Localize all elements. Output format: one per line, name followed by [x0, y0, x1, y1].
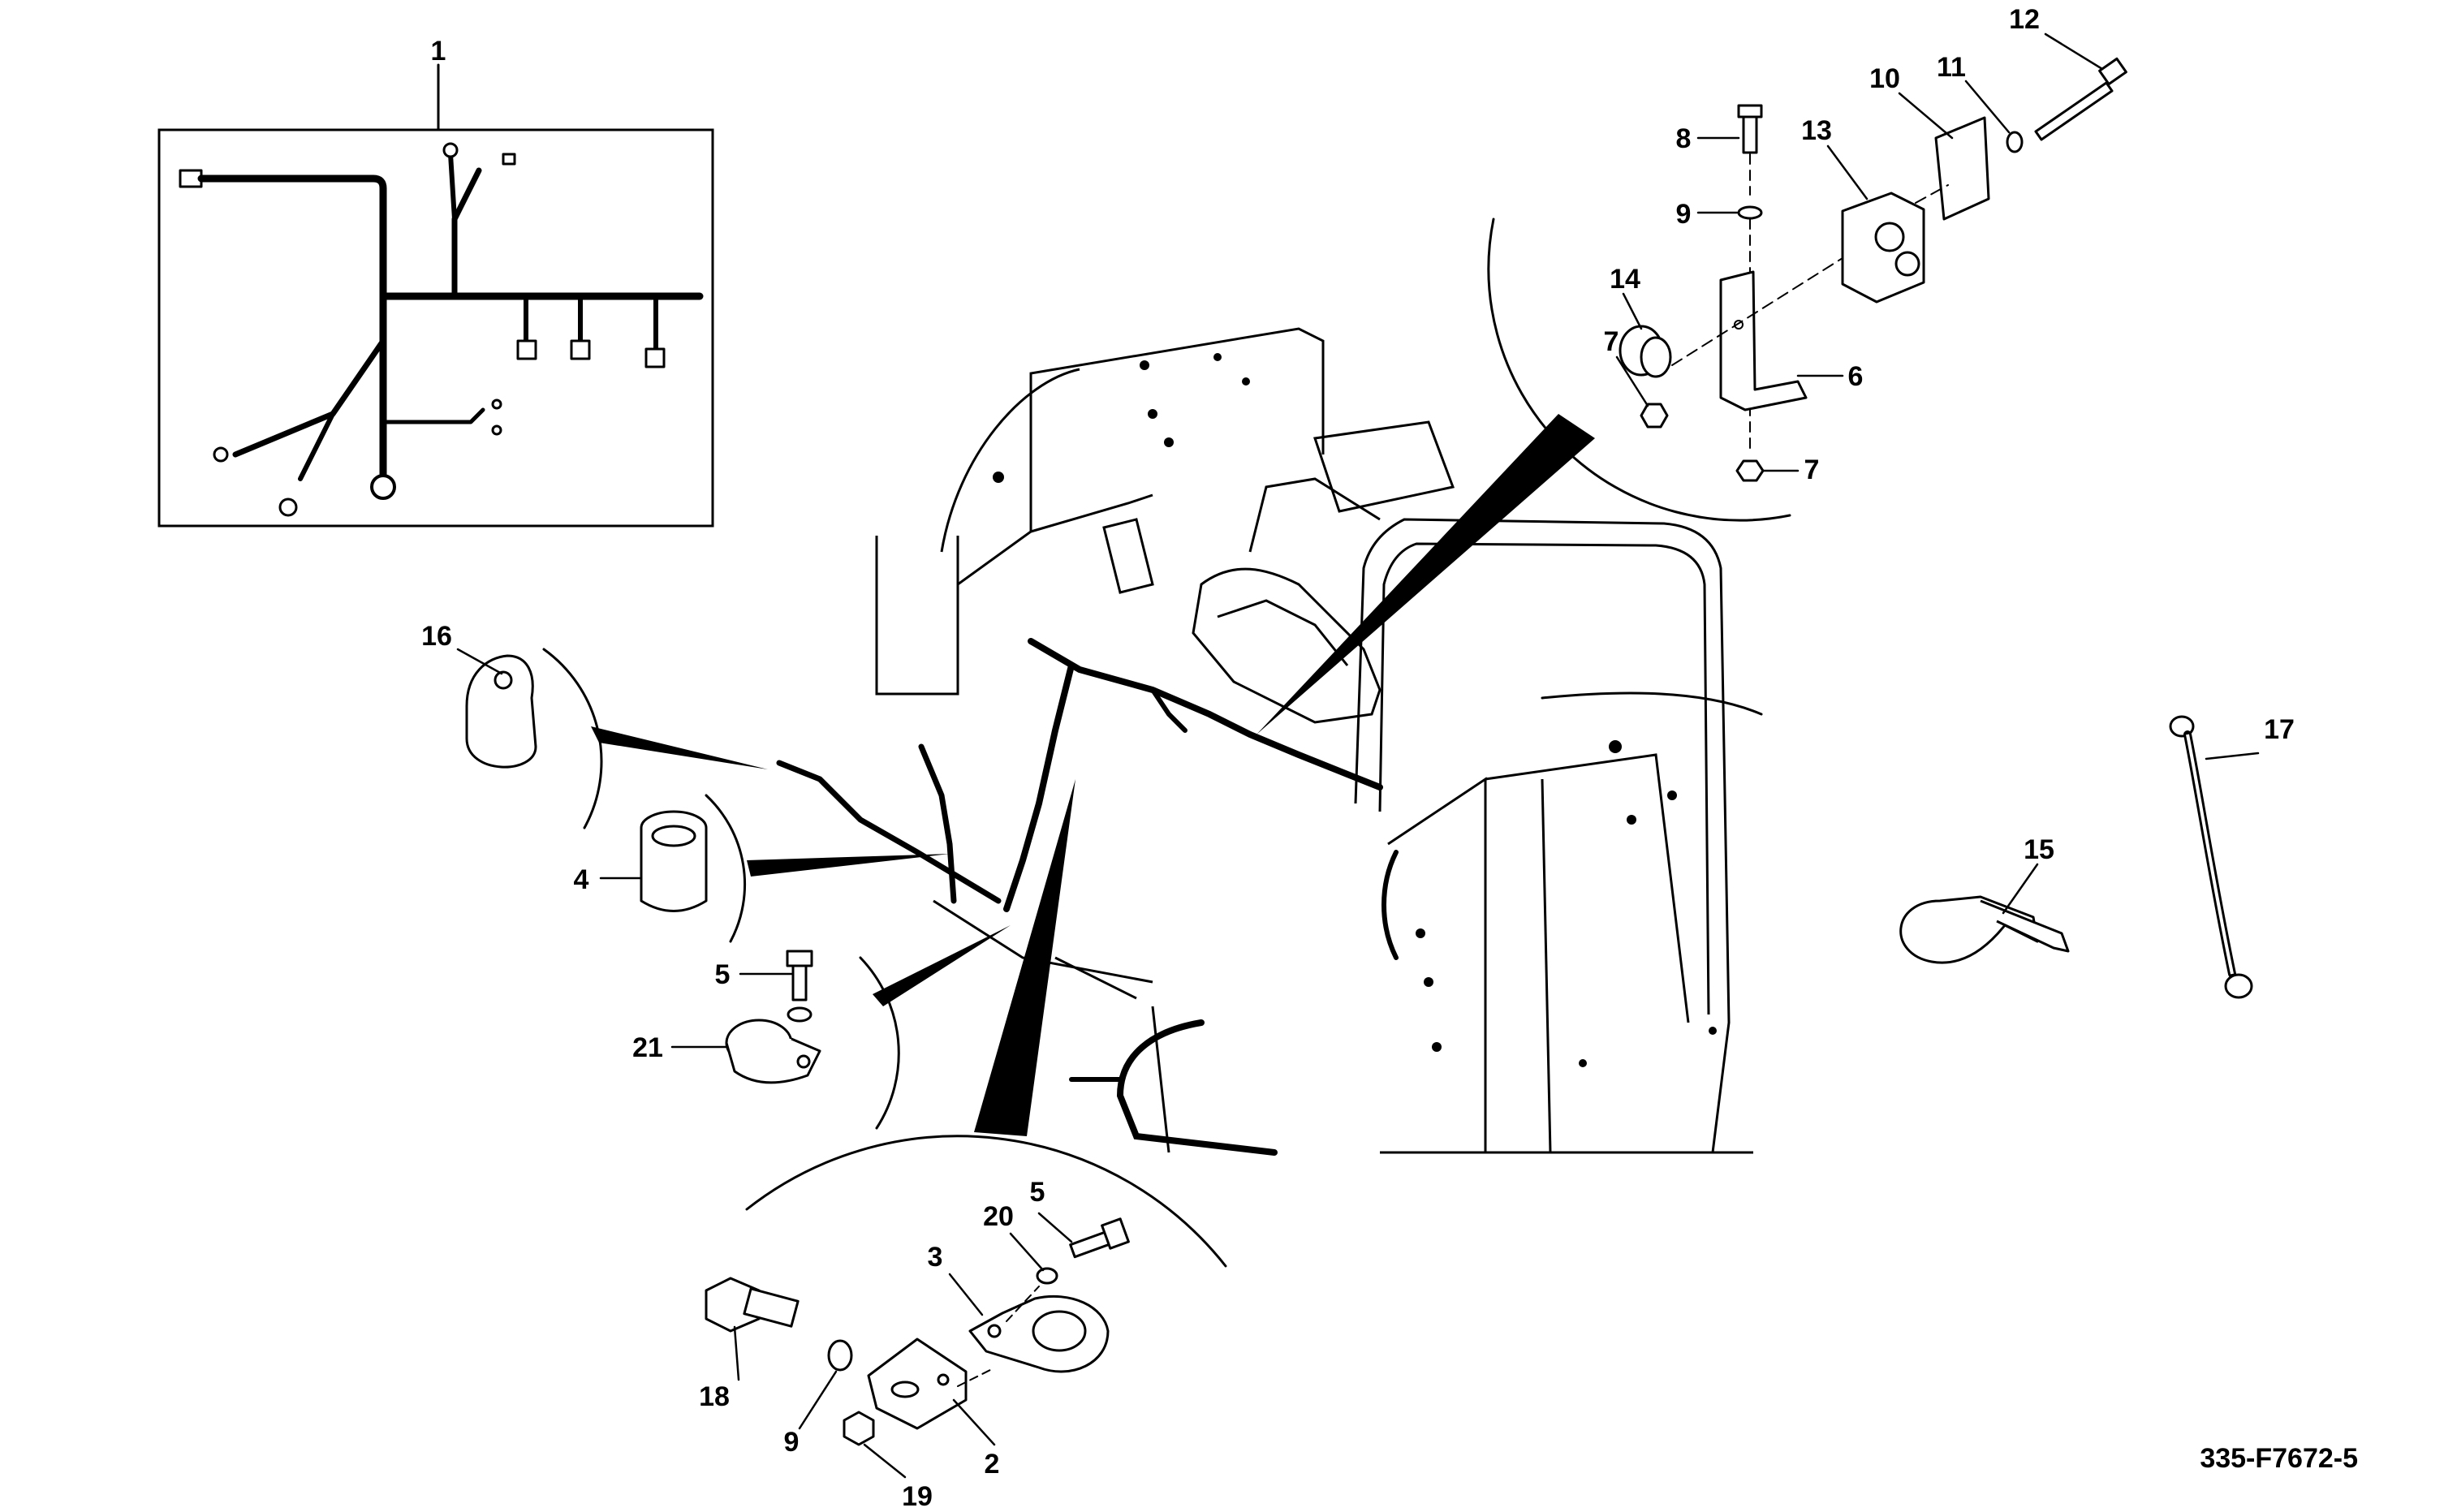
- washer-20: [1036, 1267, 1058, 1285]
- washer-9-upper: [1737, 205, 1763, 220]
- callout-9: 9: [1676, 199, 1692, 230]
- callout-13: 13: [1801, 115, 1832, 146]
- harness-inset-box: [157, 63, 714, 528]
- callout-7: 7: [1604, 326, 1619, 357]
- detail-view-left-4: [705, 794, 950, 943]
- detail-view-left-5-21: [859, 925, 1011, 1130]
- callout-21: 21: [632, 1032, 663, 1063]
- frame-holes: [993, 353, 1717, 1067]
- callout-3: 3: [928, 1242, 943, 1273]
- cable-tie-15: [1899, 895, 2070, 964]
- callout-6: 6: [1848, 361, 1864, 392]
- machine-frame-drawing: [875, 327, 1753, 1154]
- bolt-8: [1737, 104, 1763, 154]
- clip-3: [968, 1294, 1110, 1373]
- callout-19: 19: [902, 1481, 933, 1512]
- callout-2: 2: [985, 1449, 1000, 1480]
- nut-7-bottom: [1735, 459, 1765, 482]
- bolt-5-upper: [786, 950, 813, 1002]
- detail-view-upper-right: [1256, 218, 1791, 734]
- clip-21: [725, 1019, 821, 1084]
- callout-16: 16: [421, 621, 452, 652]
- detail-view-left-16: [542, 648, 768, 829]
- plate-10: [1934, 116, 1990, 221]
- callout-7: 7: [1804, 454, 1820, 485]
- bracket-6: [1719, 270, 1808, 411]
- clamp-block-13: [1841, 192, 1925, 304]
- callout-14: 14: [1610, 264, 1640, 295]
- callout-5: 5: [715, 959, 731, 990]
- callout-20: 20: [983, 1201, 1014, 1232]
- callout-8: 8: [1676, 123, 1692, 154]
- callout-18: 18: [699, 1381, 730, 1412]
- figure-id: 335-F7672-5: [2200, 1443, 2358, 1474]
- callout-labels: 1 2 3 4 5 5 6 7 7 8 9 9 10 11 12 13 14 1…: [421, 4, 2295, 1512]
- machine-harness-routing: [776, 638, 1763, 1156]
- washer-11: [2006, 131, 2024, 153]
- ground-strap-17: [2169, 715, 2253, 999]
- bolt-18: [705, 1277, 800, 1333]
- leader-lines: [456, 32, 2260, 1479]
- callout-10: 10: [1869, 63, 1900, 94]
- bolt-12: [2034, 57, 2127, 141]
- grommet-14: [1619, 325, 1672, 378]
- wiring-harness-drawing: [179, 142, 704, 517]
- bolt-5-lower: [1069, 1217, 1130, 1259]
- bracket-2: [867, 1338, 968, 1430]
- callout-5: 5: [1030, 1177, 1045, 1208]
- washer-9-lower: [827, 1339, 853, 1372]
- callout-17: 17: [2264, 714, 2295, 745]
- callout-9: 9: [784, 1427, 800, 1458]
- clip-16: [465, 654, 537, 769]
- callout-15: 15: [2024, 834, 2054, 865]
- nut-19: [843, 1411, 875, 1446]
- washer-5-upper: [787, 1006, 813, 1023]
- grommet-4: [640, 810, 708, 912]
- callout-1: 1: [431, 36, 446, 67]
- callout-4: 4: [574, 864, 589, 895]
- callout-11: 11: [1937, 52, 1966, 83]
- nut-7-left: [1640, 403, 1669, 429]
- detail-view-lower: [745, 779, 1227, 1268]
- callout-12: 12: [2009, 4, 2040, 35]
